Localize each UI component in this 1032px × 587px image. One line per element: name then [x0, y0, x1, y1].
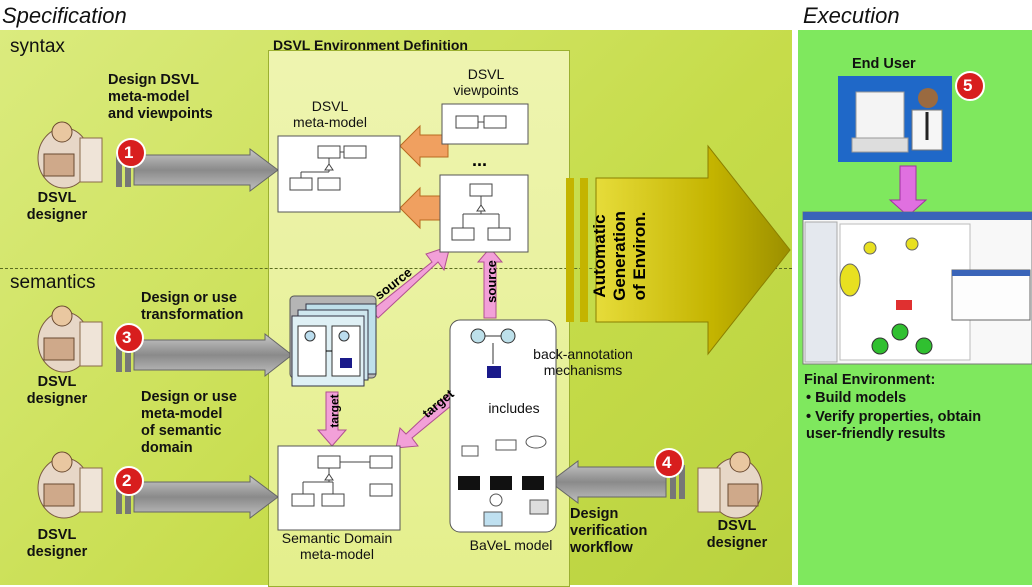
end-user-label: End User [852, 56, 916, 72]
step-3-label: Design or use transformation [141, 290, 244, 323]
step-circle-2 [114, 466, 144, 496]
semantic-domain-label: Semantic Domain meta-model [281, 530, 393, 562]
source-label-2: source [483, 260, 499, 303]
arrow-step-3 [116, 332, 293, 378]
ellipsis-label: ... [472, 150, 488, 170]
metamodel-box [277, 135, 401, 213]
execution-header: Execution [803, 3, 900, 28]
env-definition-title: DSVL Environment Definition [273, 37, 468, 53]
step-number-3: 3 [122, 328, 132, 347]
designer-label-1: DSVL designer [26, 190, 88, 223]
transformation-rules [289, 295, 377, 387]
final-environment-screenshot [802, 211, 1032, 365]
step-4-label: Design verification workflow [570, 506, 648, 556]
step-number-2: 2 [122, 471, 132, 490]
pink-target-arrow-1 [316, 391, 348, 447]
designer-figure-2 [37, 451, 103, 519]
syntax-label: syntax [10, 36, 65, 57]
step-2-label: Design or use meta-model of semantic dom… [141, 389, 237, 456]
pink-source-arrow-2 [476, 247, 504, 319]
step-circle-4 [654, 448, 684, 478]
final-item-verify-text: Verify properties, obtain user-friendly … [806, 409, 982, 442]
designer-label-3: DSVL designer [26, 374, 88, 407]
includes-label: includes [488, 400, 540, 416]
semantics-label: semantics [10, 272, 96, 293]
arrow-step-4 [549, 460, 685, 504]
arrow-step-2 [116, 475, 279, 519]
pink-down-arrow-execution [888, 165, 928, 217]
bavel-box [449, 319, 557, 533]
step-number-5: 5 [963, 76, 973, 95]
designer-label-4: DSVL designer [706, 518, 768, 551]
step-number-1: 1 [124, 143, 134, 162]
designer-figure-3 [37, 305, 103, 373]
automatic-generation-arrow [566, 144, 791, 356]
viewpoints-box [441, 103, 529, 145]
target-label-1: target [327, 394, 342, 428]
step-circle-5 [955, 71, 985, 101]
step-circle-1 [116, 138, 146, 168]
automatic-generation-label: Automatic Generation of Environ. [590, 211, 649, 301]
designer-figure-1 [37, 121, 103, 189]
arrow-step-1 [116, 148, 279, 192]
end-user-figure [838, 76, 952, 162]
specification-header: Specification [2, 3, 127, 28]
back-annotation-label: back-annotation mechanisms [533, 346, 633, 378]
orange-arrow-1 [399, 124, 449, 168]
step-circle-3 [114, 323, 144, 353]
designer-figure-4 [697, 451, 763, 519]
step-number-4: 4 [662, 453, 672, 472]
final-environment-title: Final Environment: [804, 372, 936, 388]
final-item-build-text: Build models [815, 390, 907, 406]
bavel-label: BaVeL model [469, 537, 553, 553]
final-item-verify: • Verify properties, obtain user-friendl… [806, 409, 982, 442]
final-item-build: • Build models [806, 390, 907, 406]
metamodel-label: DSVL meta-model [293, 98, 367, 130]
viewpoints-label: DSVL viewpoints [453, 66, 519, 98]
designer-label-2: DSVL designer [26, 527, 88, 560]
pink-source-arrow-1 [371, 245, 451, 319]
viewpoint-box-2 [439, 174, 529, 253]
syntax-semantics-divider [0, 268, 792, 269]
step-1-label: Design DSVL meta-model and viewpoints [108, 72, 213, 122]
semantic-domain-box [277, 445, 401, 531]
